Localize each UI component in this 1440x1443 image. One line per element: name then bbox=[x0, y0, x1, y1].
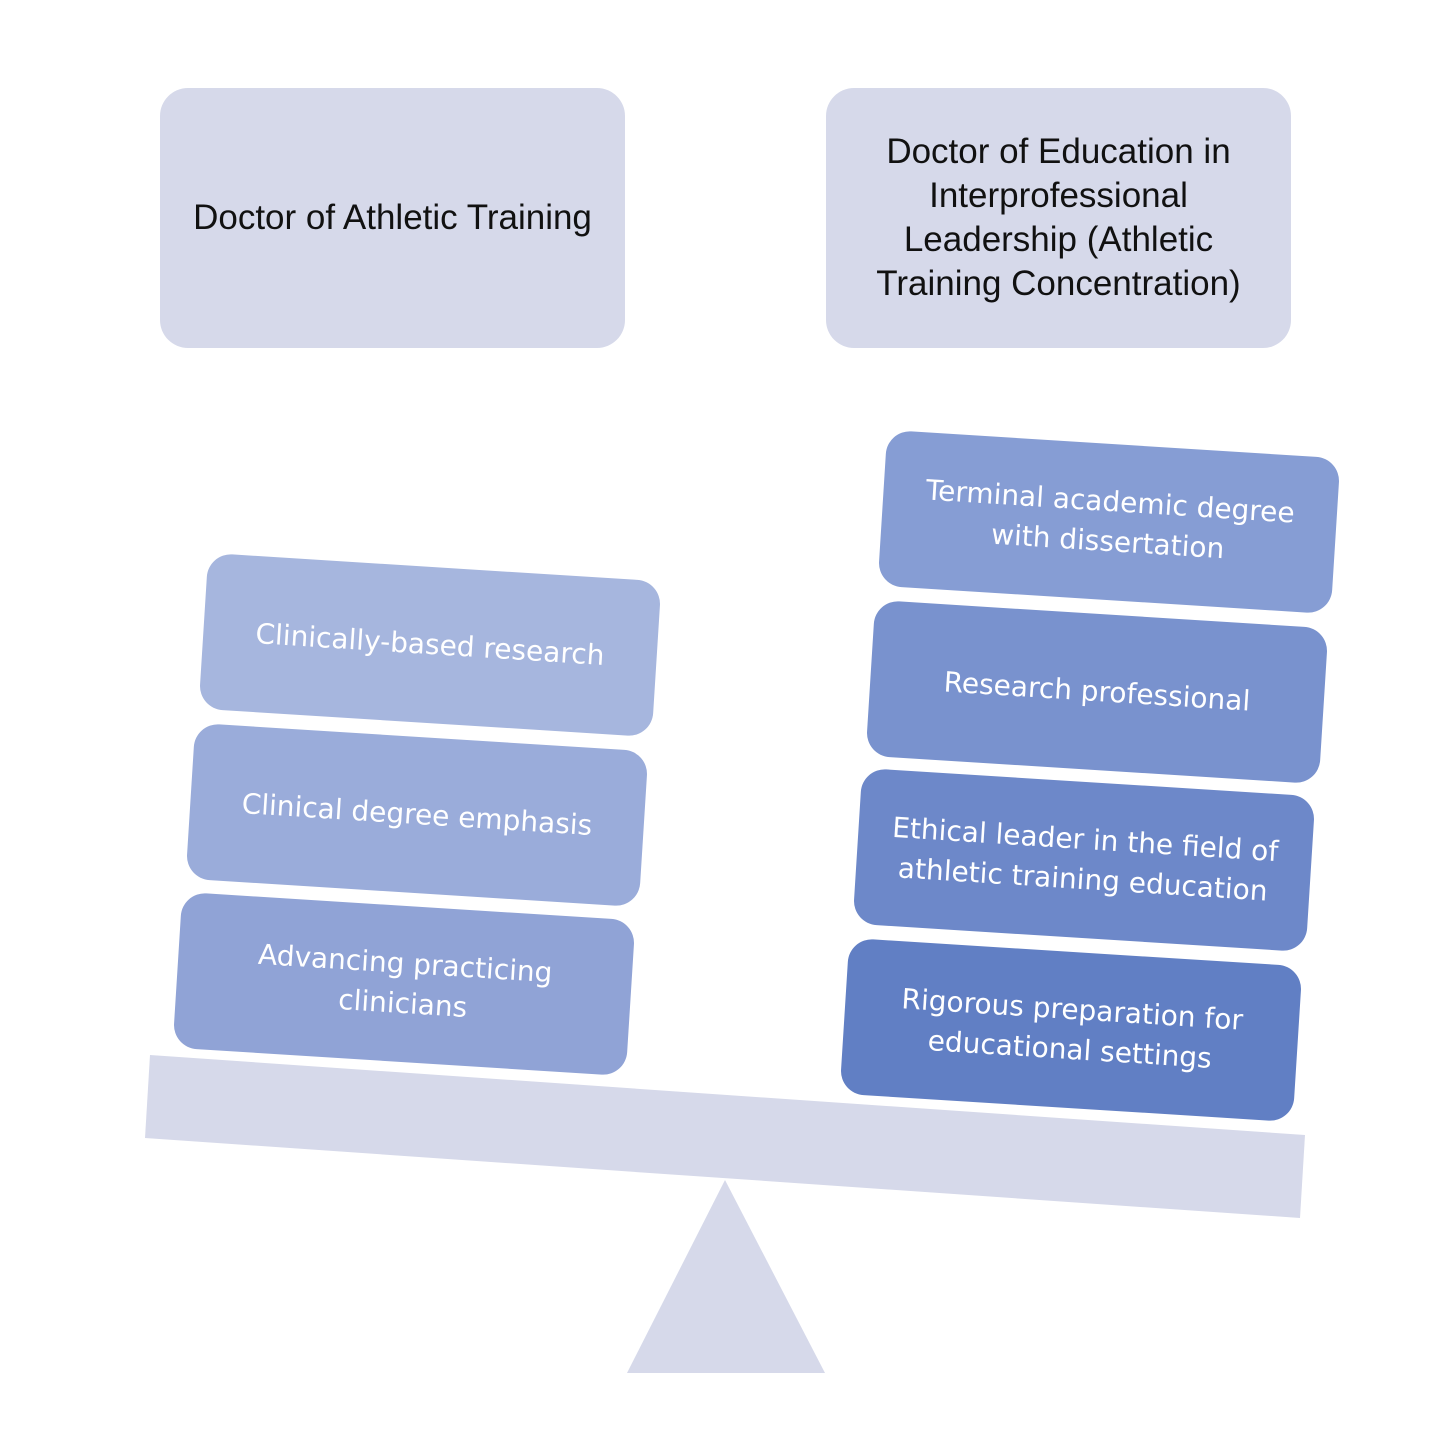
right-program-title: Doctor of Education in Interprofessional… bbox=[826, 88, 1291, 348]
scale-beam bbox=[145, 1055, 1305, 1218]
right-item-4: Rigorous preparation for educational set… bbox=[839, 937, 1303, 1123]
right-item-1: Terminal academic degree with dissertati… bbox=[877, 429, 1341, 615]
left-program-title: Doctor of Athletic Training bbox=[160, 88, 625, 348]
right-item-3: Ethical leader in the field of athletic … bbox=[852, 767, 1316, 953]
left-item-2: Clinical degree emphasis bbox=[185, 722, 649, 908]
left-item-3: Advancing practicing clinicians bbox=[172, 891, 636, 1077]
scale-fulcrum bbox=[627, 1180, 825, 1373]
right-item-2: Research professional bbox=[865, 599, 1329, 785]
left-item-1: Clinically-based research bbox=[198, 552, 662, 738]
